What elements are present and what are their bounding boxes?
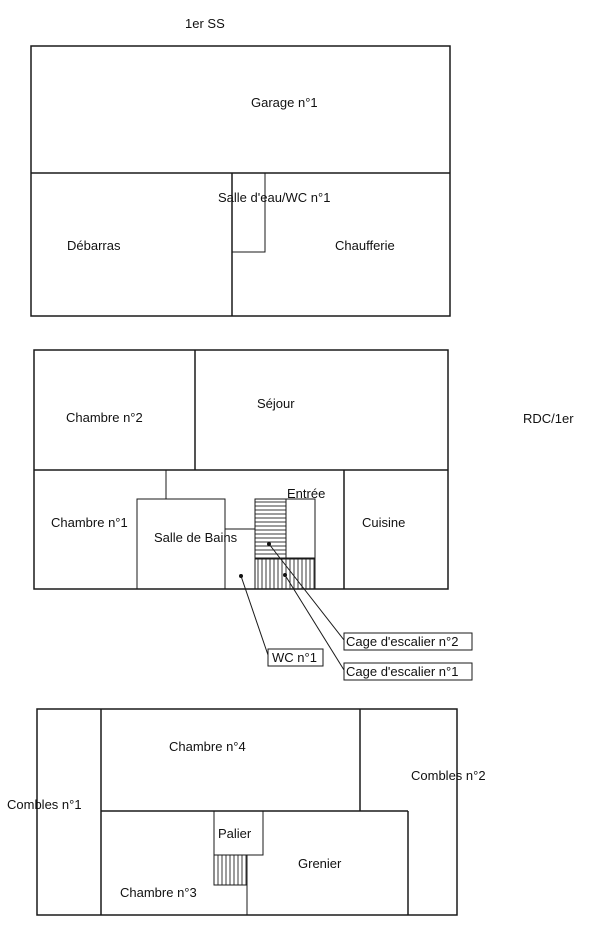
stair-cage-2 xyxy=(254,498,287,559)
callout-label-cage-2: Cage d'escalier n°2 xyxy=(346,634,458,649)
attic-floor: Chambre n°4 Combles n°2 Combles n°1 Pali… xyxy=(7,708,486,916)
attic-stair xyxy=(213,854,248,886)
room-label-chaufferie: Chaufferie xyxy=(335,238,395,253)
room-label-chambre-3: Chambre n°3 xyxy=(120,885,197,900)
room-label-combles-1: Combles n°1 xyxy=(7,797,82,812)
shower-wc-box xyxy=(231,172,266,253)
room-label-salle-eau-wc: Salle d'eau/WC n°1 xyxy=(218,190,330,205)
room-label-palier: Palier xyxy=(218,826,252,841)
room-label-debarras: Débarras xyxy=(67,238,121,253)
room-label-entree: Entrée xyxy=(287,486,325,501)
room-label-chambre-1: Chambre n°1 xyxy=(51,515,128,530)
callout-cage-1 xyxy=(343,662,473,681)
ground-level-label: RDC/1er xyxy=(523,411,574,426)
room-label-chambre-4: Chambre n°4 xyxy=(169,739,246,754)
room-label-combles-2: Combles n°2 xyxy=(411,768,486,783)
callout-label-cage-1: Cage d'escalier n°1 xyxy=(346,664,458,679)
room-label-garage: Garage n°1 xyxy=(251,95,318,110)
callout-label-wc-1: WC n°1 xyxy=(272,650,317,665)
basement-level-label: 1er SS xyxy=(185,16,225,31)
ground-floor: RDC/1er Cage d'escalier n°2 WC n°1 Cage … xyxy=(33,349,574,681)
basement-floor: 1er SS Garage n°1 Salle d'eau/WC n°1 Déb… xyxy=(30,16,451,317)
room-label-grenier: Grenier xyxy=(298,856,342,871)
room-label-cuisine: Cuisine xyxy=(362,515,405,530)
room-label-sejour: Séjour xyxy=(257,396,295,411)
callout-cage-2 xyxy=(343,632,473,651)
entree-box xyxy=(285,498,316,559)
bathroom-box xyxy=(136,498,226,590)
callout-wc-1 xyxy=(267,648,324,667)
room-label-chambre-2: Chambre n°2 xyxy=(66,410,143,425)
room-label-salle-bains: Salle de Bains xyxy=(154,530,238,545)
